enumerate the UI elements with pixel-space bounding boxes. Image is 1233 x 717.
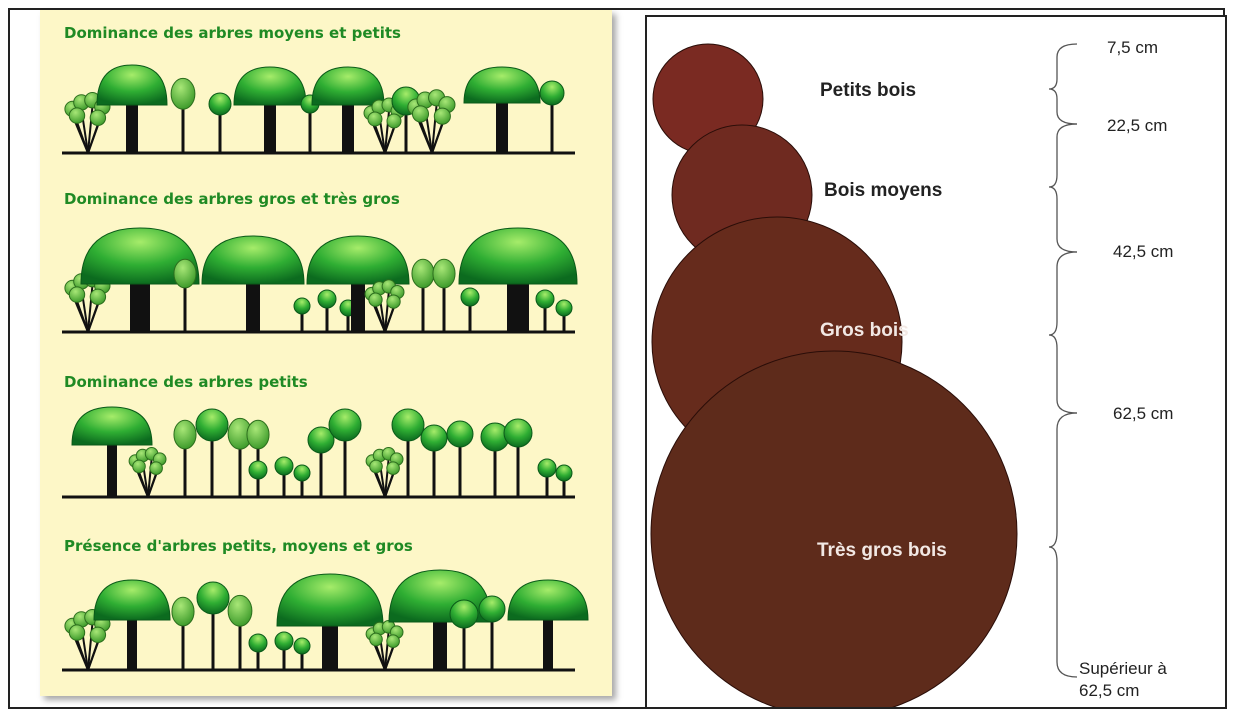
tree-crown bbox=[171, 78, 195, 109]
tree-crown bbox=[329, 409, 361, 441]
tree-crown bbox=[538, 459, 556, 477]
tree-crown bbox=[97, 65, 167, 105]
tree-crown bbox=[464, 67, 540, 103]
tree-trunk bbox=[107, 445, 117, 497]
tree-crown bbox=[247, 420, 269, 449]
tree-crown bbox=[294, 638, 310, 654]
tree-crown bbox=[540, 81, 564, 105]
tree-trunk bbox=[126, 105, 138, 153]
tree-trunk bbox=[130, 284, 150, 332]
shrub-leaf bbox=[369, 293, 382, 306]
tree-crown bbox=[249, 634, 267, 652]
tree-trunk bbox=[264, 105, 276, 153]
tree-trunk bbox=[342, 105, 354, 153]
tree-crown bbox=[461, 288, 479, 306]
tree-crown bbox=[72, 407, 152, 445]
tree-crown bbox=[318, 290, 336, 308]
shrub-leaf bbox=[370, 633, 383, 646]
tree-crown bbox=[277, 574, 383, 626]
threshold-7-5: 7,5 cm bbox=[1107, 38, 1158, 57]
label-tres-gros-bois: Très gros bois bbox=[817, 540, 947, 561]
shrub-leaf bbox=[387, 295, 400, 308]
shrub-leaf bbox=[368, 112, 382, 126]
forest-structure-panel: Dominance des arbres moyens et petits Do… bbox=[40, 10, 612, 696]
shrub-leaf bbox=[90, 289, 105, 304]
threshold-22-5: 22,5 cm bbox=[1107, 116, 1167, 135]
tree-trunk bbox=[246, 284, 260, 332]
diameter-diagram: Petits bois Bois moyens Gros bois Très g… bbox=[647, 17, 1225, 707]
tree-crown bbox=[294, 298, 310, 314]
tree-crown bbox=[479, 596, 505, 622]
tree-crown bbox=[209, 93, 231, 115]
shrub-leaf bbox=[69, 108, 84, 123]
shrub-leaf bbox=[387, 462, 400, 475]
tree-trunk bbox=[351, 284, 365, 332]
tree-crown bbox=[172, 597, 194, 626]
tree-crown bbox=[94, 580, 170, 620]
shrub-leaf bbox=[133, 460, 146, 473]
tree-crown bbox=[202, 236, 304, 284]
label-petits-bois: Petits bois bbox=[820, 80, 916, 101]
tree-trunk bbox=[433, 622, 447, 670]
tree-crown bbox=[234, 67, 306, 105]
label-bois-moyens: Bois moyens bbox=[824, 180, 942, 201]
circle-tres-gros-bois bbox=[651, 351, 1017, 707]
tree-crown bbox=[275, 457, 293, 475]
forest-illustrations bbox=[40, 10, 612, 696]
shrub-leaf bbox=[387, 114, 401, 128]
tree-crown bbox=[450, 600, 478, 628]
shrub-leaf bbox=[434, 108, 450, 124]
tree-crown bbox=[294, 465, 310, 481]
shrub-leaf bbox=[370, 460, 383, 473]
shrub-leaf bbox=[387, 635, 400, 648]
threshold-42-5: 42,5 cm bbox=[1113, 242, 1173, 261]
tree-trunk bbox=[496, 103, 508, 153]
threshold-62-5: 62,5 cm bbox=[1113, 404, 1173, 423]
tree-crown bbox=[508, 580, 588, 620]
tree-crown bbox=[459, 228, 577, 284]
tree-crown bbox=[174, 259, 196, 288]
shrub-leaf bbox=[69, 625, 84, 640]
threshold-superieur-line1: Supérieur à bbox=[1079, 659, 1167, 678]
tree-trunk bbox=[507, 284, 529, 332]
tree-crown bbox=[275, 632, 293, 650]
tree-crown bbox=[421, 425, 447, 451]
tree-crown bbox=[228, 595, 252, 626]
tree-crown bbox=[196, 409, 228, 441]
tree-trunk bbox=[543, 620, 553, 670]
threshold-superieur-line2: 62,5 cm bbox=[1079, 681, 1139, 700]
tree-crown bbox=[504, 419, 532, 447]
label-gros-bois: Gros bois bbox=[820, 320, 909, 341]
tree-crown bbox=[174, 420, 196, 449]
shrub-leaf bbox=[90, 627, 105, 642]
tree-crown bbox=[307, 236, 409, 284]
shrub-leaf bbox=[69, 287, 84, 302]
tree-trunk bbox=[322, 626, 338, 670]
tree-crown bbox=[249, 461, 267, 479]
tree-crown bbox=[556, 465, 572, 481]
tree-crown bbox=[197, 582, 229, 614]
tree-crown bbox=[536, 290, 554, 308]
tree-crown bbox=[556, 300, 572, 316]
tree-trunk bbox=[127, 620, 137, 670]
tree-crown bbox=[312, 67, 384, 105]
class-braces bbox=[1049, 44, 1077, 677]
tree-crown bbox=[392, 409, 424, 441]
tree-crown bbox=[412, 259, 434, 288]
tree-crown bbox=[447, 421, 473, 447]
diameter-classes-panel: Petits bois Bois moyens Gros bois Très g… bbox=[645, 15, 1227, 709]
shrub-leaf bbox=[412, 106, 428, 122]
shrub-leaf bbox=[150, 462, 163, 475]
tree-crown bbox=[433, 259, 455, 288]
shrub-leaf bbox=[90, 110, 105, 125]
